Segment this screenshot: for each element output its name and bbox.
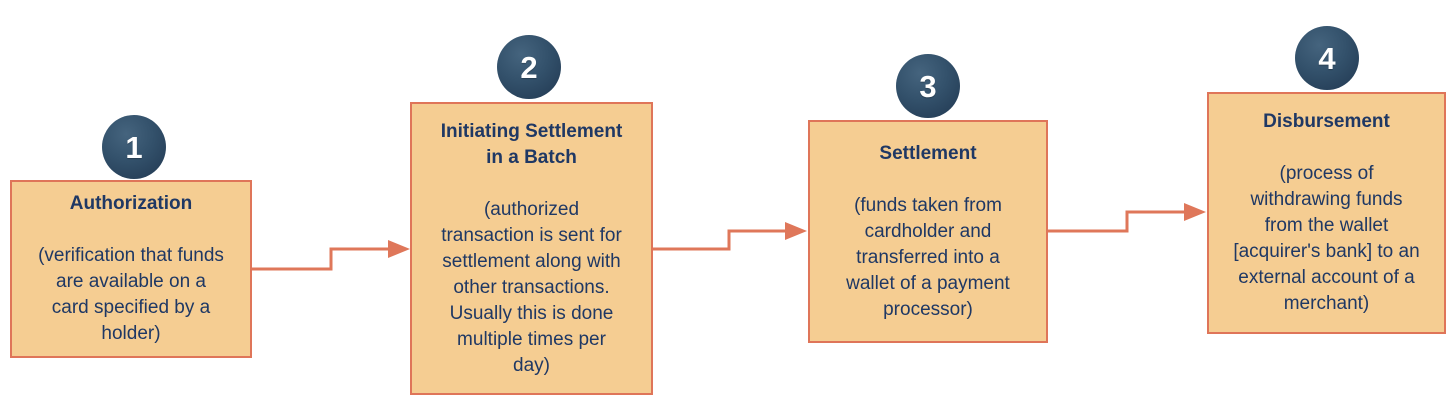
arrowhead-icon [388, 240, 410, 258]
step-2-number: 2 [520, 49, 538, 85]
step-3-badge: 3 [896, 54, 960, 118]
step-2-description: (authorized transaction is sent for sett… [441, 198, 622, 376]
step-2-badge: 2 [497, 35, 561, 99]
step-3-number: 3 [919, 68, 937, 104]
step-4-title: Disbursement [1263, 111, 1390, 132]
connector-step2-to-step3 [653, 222, 807, 251]
step-3-title: Settlement [879, 142, 977, 164]
step-3-description: (funds taken from cardholder and transfe… [846, 194, 1010, 320]
arrowhead-icon [1184, 203, 1206, 221]
step-4-description: (process of withdrawing funds from the w… [1233, 163, 1420, 314]
step-2-title: Initiating Settlement in a Batch [440, 120, 623, 168]
step-2-box: Initiating Settlement in a Batch (author… [410, 102, 653, 395]
step-4-number: 4 [1318, 40, 1336, 76]
connector-step1-to-step2 [252, 240, 410, 271]
step-1-badge: 1 [102, 115, 166, 179]
step-4-box: Disbursement (process of withdrawing fun… [1207, 92, 1446, 334]
step-1-box: Authorization (verification that funds a… [10, 180, 252, 358]
step-1-title: Authorization [69, 193, 193, 214]
step-1-description: (verification that funds are available o… [38, 245, 224, 344]
connector-step3-to-step4 [1048, 203, 1206, 233]
arrowhead-icon [785, 222, 807, 240]
step-1-number: 1 [125, 129, 143, 165]
step-4-badge: 4 [1295, 26, 1359, 90]
step-3-box: Settlement (funds taken from cardholder … [808, 120, 1048, 343]
